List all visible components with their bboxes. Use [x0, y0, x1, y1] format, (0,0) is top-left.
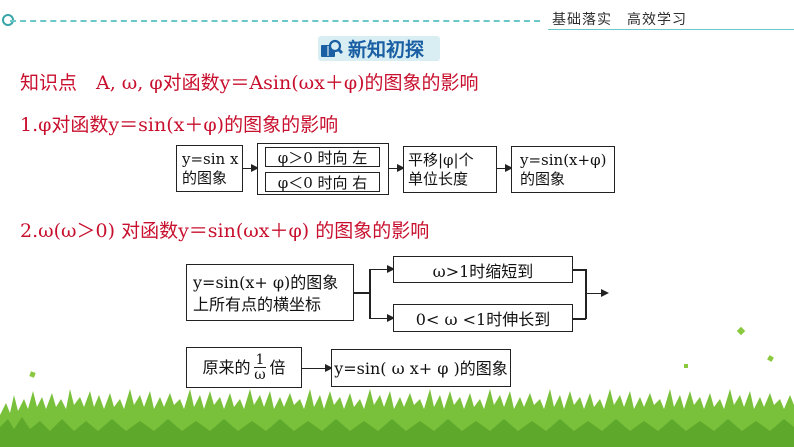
p1-arrow-3 — [497, 163, 513, 172]
p2-arrow-shrink — [369, 264, 395, 273]
p1-arrow-2 — [389, 163, 405, 172]
p1-result-line2: 的图象 — [520, 170, 566, 188]
p2-split-stub — [354, 292, 370, 294]
p2-merge-bottom — [573, 318, 586, 320]
grass-speck-3 — [684, 364, 688, 368]
grass-speck-1 — [736, 326, 746, 336]
p1-arrow-1 — [243, 163, 259, 172]
p2-arrow-stretch — [369, 313, 395, 322]
section-title: 新知初探 — [318, 36, 440, 61]
p2-result-text: y=sin( ω x+ φ )的图象 — [334, 358, 508, 378]
p2-arrow-result — [302, 363, 333, 372]
p2-arrow-out — [585, 288, 609, 297]
p2-result-box: y=sin( ω x+ φ )的图象 — [331, 349, 511, 387]
p1-shift-line2: 单位长度 — [408, 170, 469, 188]
p2-frac-den: ω — [254, 367, 266, 383]
p1-result-box: y=sin(x+φ) 的图象 — [511, 146, 615, 193]
part2-heading: 2.ω(ω＞0) 对函数y＝sin(ωx＋φ) 的图象的影响 — [20, 220, 430, 242]
p1-shift-box: 平移|φ|个 单位长度 — [403, 146, 497, 193]
section-title-text: 新知初探 — [348, 39, 425, 61]
p1-start-line2: 的图象 — [182, 169, 228, 187]
header-divider — [10, 20, 540, 22]
p2-start-line2: 上所有点的横坐标 — [193, 295, 322, 314]
p2-start-line1: y=sin(x+ φ)的图象 — [193, 273, 339, 292]
p2-start-box: y=sin(x+ φ)的图象 上所有点的横坐标 — [186, 264, 354, 321]
grass-speck-4 — [29, 371, 36, 378]
knowledge-point-heading: 知识点 A, ω, φ对函数y＝Asin(ωx＋φ)的图象的影响 — [20, 72, 479, 94]
p2-cond-shrink: ω>1时缩短到 — [393, 256, 573, 283]
p1-shift-line1: 平移|φ|个 — [408, 151, 474, 169]
magnifier-book-icon — [321, 39, 344, 57]
p2-times-box: 原来的 1 ω 倍 — [186, 347, 302, 388]
p1-cond-right: φ＜0 时向 右 — [265, 172, 380, 192]
p2-times-suffix: 倍 — [269, 358, 286, 377]
p1-cond-left: φ＞0 时向 左 — [265, 147, 380, 167]
p2-split-vertical — [369, 269, 371, 318]
p1-start-line1: y=sin x — [182, 150, 239, 168]
p2-times-prefix: 原来的 — [202, 358, 251, 377]
p2-cond-stretch: 0< ω <1时伸长到 — [393, 304, 573, 332]
p2-merge-vertical — [585, 269, 587, 319]
header-tagline: 基础落实 高效学习 — [552, 12, 687, 28]
grass-decoration — [0, 389, 794, 447]
p2-frac-num: 1 — [253, 352, 267, 368]
grass-speck-2 — [767, 355, 774, 362]
p2-merge-top — [573, 269, 586, 271]
p1-start-box: y=sin x 的图象 — [176, 145, 243, 192]
header-underline — [548, 29, 794, 30]
part1-heading: 1.φ对函数y＝sin(x＋φ)的图象的影响 — [20, 114, 339, 136]
p2-fraction: 1 ω — [253, 352, 267, 383]
p1-result-line1: y=sin(x+φ) — [520, 151, 607, 169]
